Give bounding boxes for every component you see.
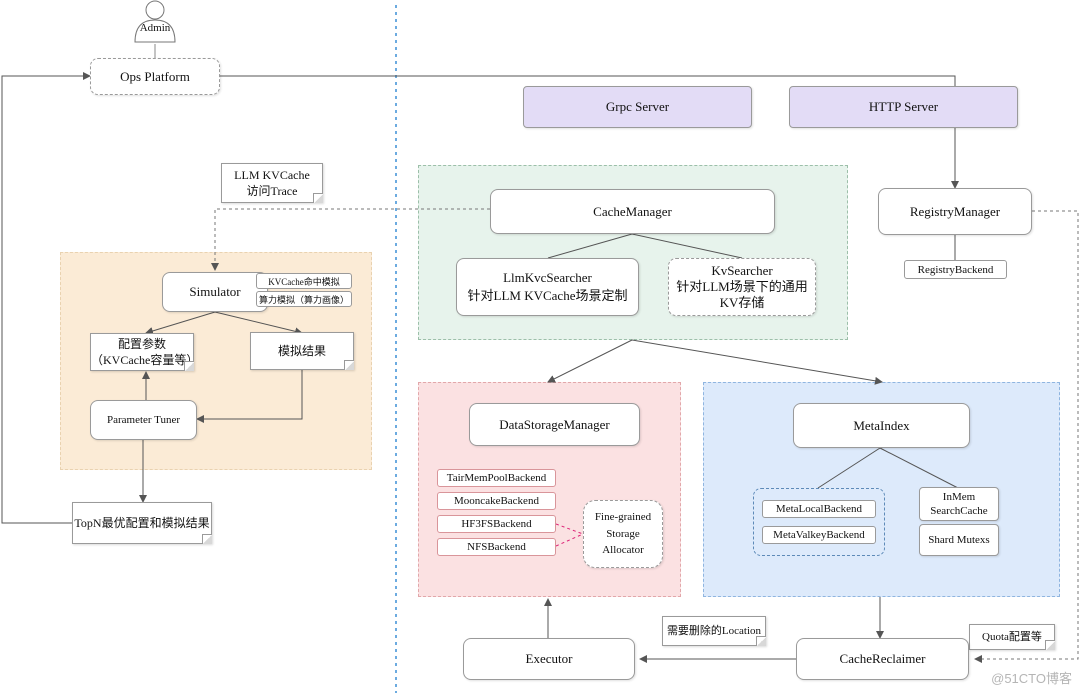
topn-note: TopN最优配置和模拟结果: [72, 502, 212, 544]
trace-note-line2: 访问Trace: [246, 184, 298, 198]
watermark: @51CTO博客: [991, 671, 1072, 686]
cache-reclaimer-box[interactable]: CacheReclaimer: [796, 638, 969, 680]
backend-tairmempool: TairMemPoolBackend: [437, 469, 556, 487]
meta-local-backend: MetaLocalBackend: [762, 500, 876, 518]
llm-kvc-searcher-box[interactable]: LlmKvcSearcher 针对LLM KVCache场景定制: [456, 258, 639, 316]
backend-nfs: NFSBackend: [437, 538, 556, 556]
data-storage-manager-box[interactable]: DataStorageManager: [469, 403, 640, 446]
meta-backends-group: [753, 488, 885, 556]
allocator-line1: Fine-grained: [594, 511, 652, 524]
sim-tag-compute: 算力模拟（算力画像）: [256, 291, 352, 307]
config-params-line1: 配置参数: [117, 336, 166, 351]
delete-location-note: 需要删除的Location: [662, 616, 766, 646]
shard-mutexs: Shard Mutexs: [919, 524, 999, 556]
config-params-line2: （KVCache容量等）: [91, 353, 199, 367]
kv-searcher-box[interactable]: KvSearcher 针对LLM场景下的通用 KV存储: [668, 258, 816, 316]
quota-note: Quota配置等: [969, 624, 1055, 650]
ops-platform[interactable]: Ops Platform: [90, 58, 220, 95]
meta-index-box[interactable]: MetaIndex: [793, 403, 970, 448]
trace-note-line1: LLM KVCache: [234, 167, 310, 182]
admin-label: Admin: [139, 22, 171, 34]
llm-kvc-searcher-title: LlmKvcSearcher: [503, 270, 592, 286]
person-icon: [134, 0, 176, 43]
trace-note: LLM KVCache 访问Trace: [221, 163, 323, 203]
inmem-search-cache: InMem SearchCache: [919, 487, 999, 521]
grpc-server[interactable]: Grpc Server: [523, 86, 752, 128]
kv-searcher-desc1: 针对LLM场景下的通用: [676, 278, 808, 294]
simulator-box[interactable]: Simulator: [162, 272, 268, 312]
allocator-line2: Storage: [606, 527, 640, 540]
backend-hf3fs: HF3FSBackend: [437, 515, 556, 533]
llm-kvc-searcher-desc: 针对LLM KVCache场景定制: [467, 288, 628, 303]
allocator-line3: Allocator: [602, 544, 644, 557]
backend-mooncake: MooncakeBackend: [437, 492, 556, 510]
config-params-note: 配置参数 （KVCache容量等）: [90, 333, 199, 371]
inmem-line1: InMem: [942, 490, 976, 503]
parameter-tuner-box[interactable]: Parameter Tuner: [90, 400, 197, 440]
registry-manager-box[interactable]: RegistryManager: [878, 188, 1032, 235]
http-server[interactable]: HTTP Server: [789, 86, 1018, 128]
cache-manager-box[interactable]: CacheManager: [490, 189, 775, 234]
meta-valkey-backend: MetaValkeyBackend: [762, 526, 876, 544]
sim-tag-hit: KVCache命中模拟: [256, 273, 352, 289]
executor-box[interactable]: Executor: [463, 638, 635, 680]
registry-backend-tag: RegistryBackend: [904, 260, 1007, 279]
kv-searcher-desc2: KV存储: [719, 295, 765, 311]
kv-searcher-title: KvSearcher: [711, 262, 773, 278]
sim-result-note: 模拟结果: [250, 332, 354, 370]
storage-allocator-box: Fine-grained Storage Allocator: [583, 500, 663, 568]
admin-actor: Admin: [133, 0, 177, 44]
inmem-line2: SearchCache: [930, 505, 988, 517]
